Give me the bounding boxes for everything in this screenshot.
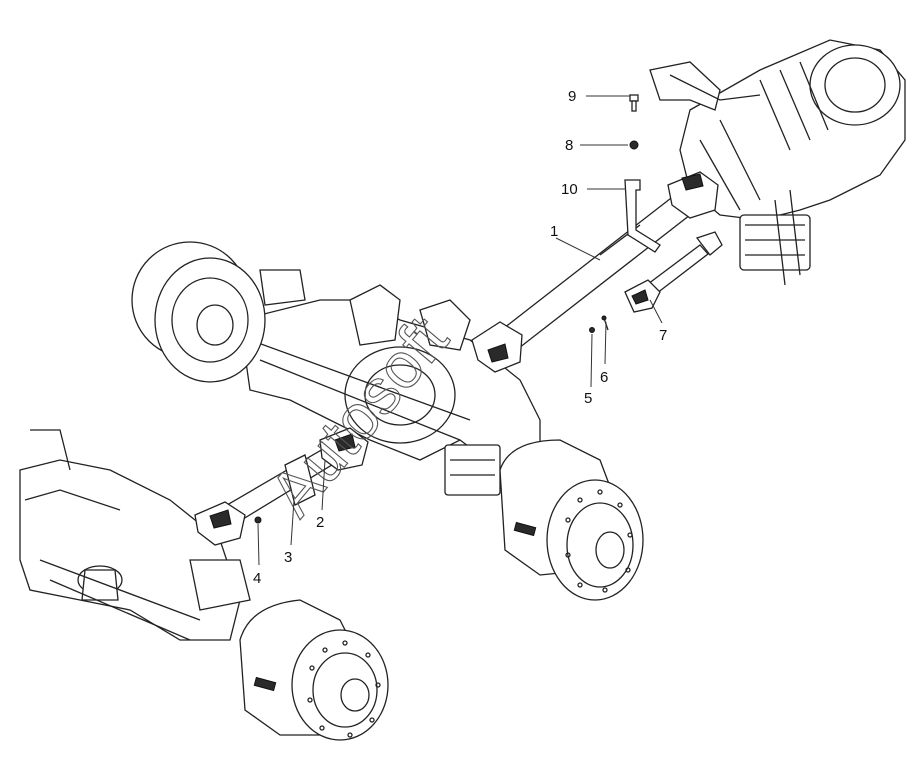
bolt-6: [601, 315, 609, 331]
bracket-10: [624, 179, 661, 253]
u-joint-upper: [667, 171, 719, 219]
callout-6: 6: [600, 369, 608, 386]
gearbox: [649, 39, 906, 286]
callout-9: 9: [568, 88, 576, 105]
bolt-9: [629, 94, 639, 112]
forward-axle-housing: [19, 429, 251, 641]
callout-2: 2: [316, 514, 324, 531]
callout-8: 8: [565, 137, 573, 154]
callout-4: 4: [253, 570, 261, 587]
nut-5: [589, 327, 595, 333]
rear-right-drum: [499, 439, 644, 601]
callout-5: 5: [584, 390, 592, 407]
forward-drum: [239, 599, 389, 741]
leader-lines: [257, 95, 663, 566]
nut-4: [254, 516, 262, 524]
callout-10: 10: [561, 181, 578, 198]
intermediate-shaft: [194, 427, 369, 546]
rear-axle-housing: [239, 269, 541, 496]
rear-left-drum: [131, 241, 266, 383]
callout-3: 3: [284, 549, 292, 566]
short-shaft-7: [624, 231, 723, 313]
u-joint-rear-2: [319, 427, 369, 471]
callout-1: 1: [550, 223, 558, 240]
callouts: 9 8 10 1 7 6 5 2 3 4: [253, 88, 667, 587]
u-joint-lower: [471, 321, 523, 373]
callout-7: 7: [659, 327, 667, 344]
nut-8: [629, 140, 639, 150]
u-joint-front-2: [194, 501, 246, 546]
